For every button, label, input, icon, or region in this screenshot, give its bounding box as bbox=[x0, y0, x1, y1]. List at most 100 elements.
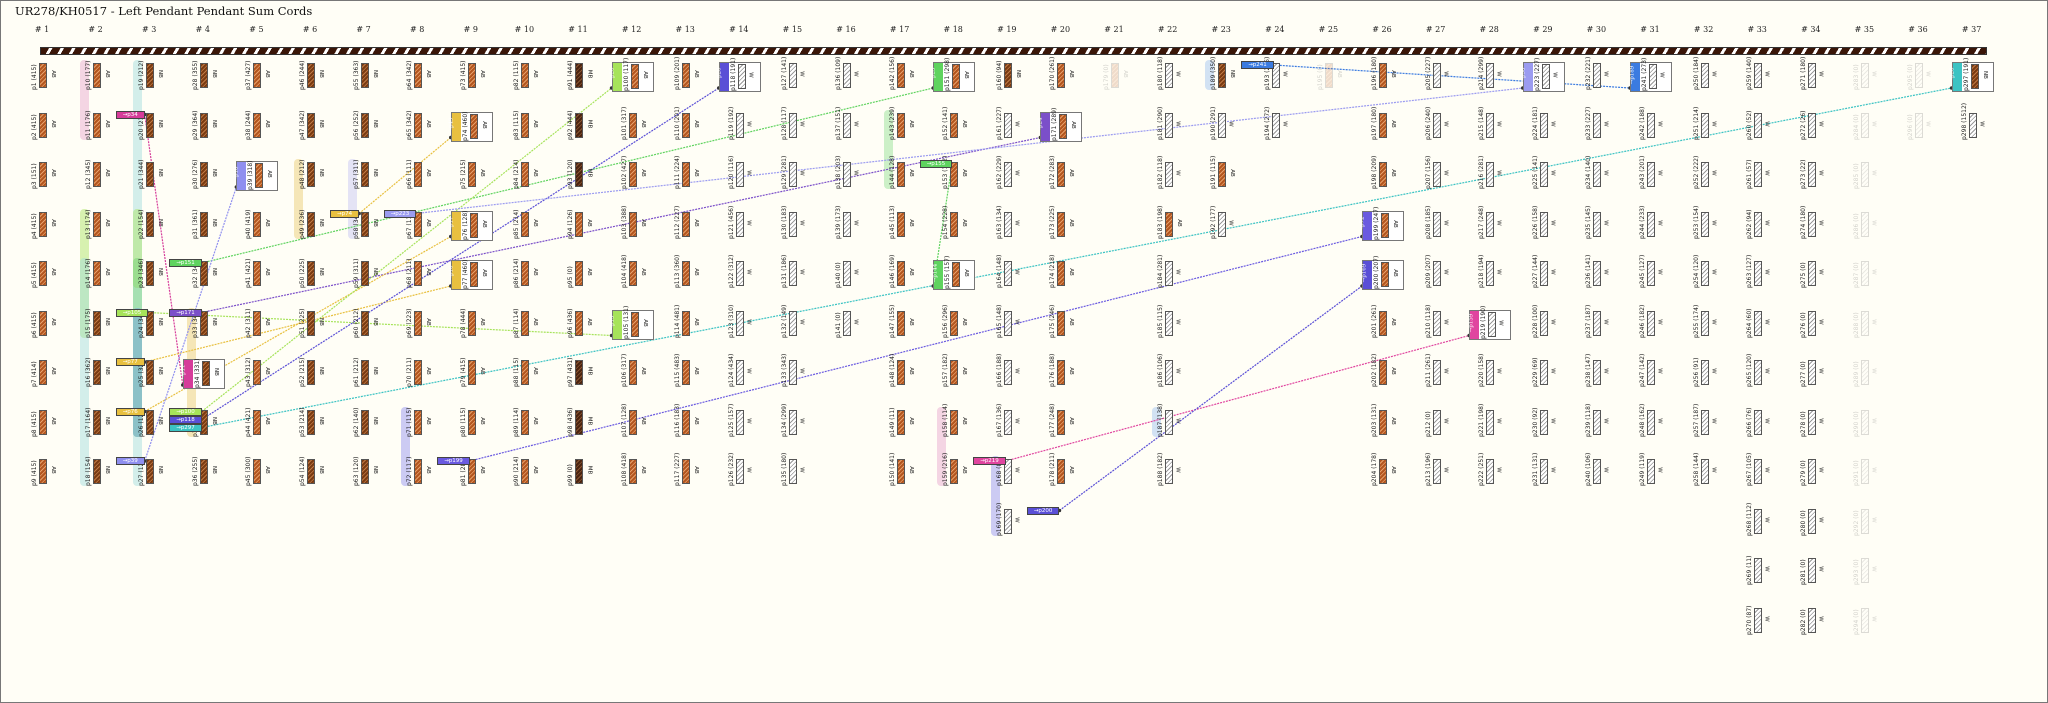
pendant-cord[interactable]: p217 (248)W bbox=[1477, 205, 1507, 238]
pendant-cord[interactable]: p270 (87)W bbox=[1745, 605, 1775, 634]
pendant-cord[interactable]: p213 (196)W bbox=[1424, 453, 1454, 486]
pendant-cord[interactable]: p61 (212)NB bbox=[352, 358, 382, 387]
pendant-cord[interactable]: p43 (312)AB bbox=[244, 358, 274, 387]
pendant-cord[interactable]: p222 (251)W bbox=[1477, 453, 1507, 486]
pendant-cord[interactable]: p269 (11)W bbox=[1745, 556, 1775, 585]
pendant-cord[interactable]: p165 (148)W bbox=[995, 304, 1025, 337]
pendant-cord[interactable]: p195 (0)AB bbox=[1316, 62, 1346, 90]
pendant-cord[interactable]: p205 (227)W bbox=[1424, 57, 1454, 90]
pendant-cord[interactable]: p11 (176)AB bbox=[84, 110, 114, 139]
pendant-cord[interactable]: p164 (148)W bbox=[995, 255, 1025, 288]
pendant-cord[interactable]: p220 (158)W bbox=[1477, 354, 1507, 387]
pendant-cord[interactable]: p140 (0)W bbox=[834, 260, 864, 288]
pendant-cord[interactable]: p289 (0)W bbox=[1852, 359, 1882, 387]
pendant-cord[interactable]: p237 (187)W bbox=[1584, 304, 1614, 337]
pendant-cord[interactable]: p96 (436)AB bbox=[566, 308, 596, 337]
pendant-cord[interactable]: p72 (117)AB bbox=[405, 457, 435, 486]
pendant-cord[interactable]: p166 (188)W bbox=[995, 354, 1025, 387]
pendant-cord[interactable]: p196 (180)AB bbox=[1370, 57, 1400, 90]
pendant-cord[interactable]: p203 (131)AB bbox=[1370, 403, 1400, 436]
pendant-cord[interactable]: p192 (177)W bbox=[1209, 205, 1239, 238]
pendant-cord[interactable]: p236 (141)W bbox=[1584, 255, 1614, 288]
pendant-cord[interactable]: p288 (0)W bbox=[1852, 310, 1882, 338]
pendant-cord[interactable]: p177 (248)AB bbox=[1048, 403, 1078, 436]
pendant-cord[interactable]: p48 (212)NB bbox=[298, 160, 328, 189]
pendant-cord[interactable]: p27 (124)NB bbox=[137, 457, 167, 486]
pendant-cord[interactable]: p257 (187)W bbox=[1692, 403, 1722, 436]
pendant-cord[interactable]: p232 (221)W bbox=[1584, 57, 1614, 90]
pendant-cord[interactable]: p86 (214)AB bbox=[512, 259, 542, 288]
pendant-cord[interactable]: p131 (186)W bbox=[780, 255, 810, 288]
pendant-cord[interactable]: p67 (111)AB bbox=[405, 209, 435, 238]
pendant-cord[interactable]: p198 (209)AB bbox=[1370, 156, 1400, 189]
pendant-cord[interactable]: p211 (261)W bbox=[1424, 354, 1454, 387]
pendant-cord[interactable]: p178 (211)AB bbox=[1048, 453, 1078, 486]
pendant-cord[interactable]: p51 (225)NB bbox=[298, 308, 328, 337]
pendant-cord[interactable]: p209 (207)W bbox=[1424, 255, 1454, 288]
pendant-cord[interactable]: p117 (227)AB bbox=[673, 453, 703, 486]
pendant-cord[interactable]: p281 (0)W bbox=[1799, 557, 1829, 585]
pendant-cord[interactable]: p187 (138)W bbox=[1156, 403, 1186, 436]
sum-source-marker[interactable]: →p199 bbox=[437, 457, 470, 465]
pendant-cord[interactable]: p152 (141)AB bbox=[941, 106, 971, 139]
pendant-cord[interactable]: p5 (415)AB bbox=[30, 260, 60, 288]
sum-source-marker[interactable]: →p100 bbox=[169, 407, 202, 416]
pendant-cord[interactable]: p120 (116)W bbox=[727, 156, 757, 189]
pendant-cord[interactable]: p245 (127)W bbox=[1638, 255, 1668, 288]
pendant-cord[interactable]: p89 (114)AB bbox=[512, 407, 542, 436]
pendant-cord[interactable]: p186 (106)W bbox=[1156, 354, 1186, 387]
pendant-cord[interactable]: p291 (0)W bbox=[1852, 458, 1882, 486]
pendant-cord[interactable]: p239 (118)W bbox=[1584, 403, 1614, 436]
pendant-cord[interactable]: p80 (115)AB bbox=[459, 407, 489, 436]
sum-source-marker[interactable]: →p39 bbox=[115, 457, 145, 465]
pendant-cord[interactable]: p251 (214)W bbox=[1692, 106, 1722, 139]
pendant-cord[interactable]: p82 (115)AB bbox=[512, 61, 542, 90]
pendant-cord[interactable]: p148 (124)AB bbox=[888, 354, 918, 387]
pendant-cord[interactable]: p146 (169)AB bbox=[888, 255, 918, 288]
pendant-cord[interactable]: p121 (456)W bbox=[727, 205, 757, 238]
pendant-cord[interactable]: p287 (0)W bbox=[1852, 260, 1882, 288]
pendant-cord[interactable]: p28 (355)NB bbox=[191, 61, 221, 90]
pendant-cord[interactable]: p212 (0)W bbox=[1424, 409, 1454, 437]
pendant-cord[interactable]: p111 (224)AB bbox=[673, 156, 703, 189]
pendant-cord[interactable]: p42 (311)AB bbox=[244, 308, 274, 337]
pendant-cord[interactable]: p139 (173)W bbox=[834, 205, 864, 238]
pendant-cord[interactable]: p235 (145)W bbox=[1584, 205, 1614, 238]
pendant-cord[interactable]: p24 (345)NB bbox=[137, 308, 167, 337]
pendant-cord[interactable]: p73 (415)AB bbox=[459, 61, 489, 90]
pendant-cord[interactable]: p55 (363)NB bbox=[352, 61, 382, 90]
pendant-cord[interactable]: p163 (134)W bbox=[995, 205, 1025, 238]
pendant-cord[interactable]: p254 (120)W bbox=[1692, 255, 1722, 288]
pendant-cord[interactable]: p175 (246)AB bbox=[1048, 304, 1078, 337]
pendant-cord[interactable]: p201 (261)AB bbox=[1370, 304, 1400, 337]
pendant-cord[interactable]: p225 (141)W bbox=[1531, 156, 1561, 189]
pendant-cord[interactable]: p268 (112)W bbox=[1745, 502, 1775, 535]
pendant-cord[interactable]: p92 (444)MB bbox=[566, 110, 596, 139]
pendant-cord[interactable]: p102 (427)AB bbox=[620, 156, 650, 189]
pendant-cord[interactable]: p242 (188)W bbox=[1638, 106, 1668, 139]
pendant-cord[interactable]: p37 (427)AB bbox=[244, 61, 274, 90]
pendant-cord[interactable]: p110 (201)AB bbox=[673, 106, 703, 139]
pendant-cord[interactable]: p229 (69)W bbox=[1531, 358, 1561, 387]
pendant-cord[interactable]: p271 (180)W bbox=[1799, 57, 1829, 90]
pendant-cord[interactable]: p57 (311)NB bbox=[352, 160, 382, 189]
pendant-cord[interactable]: p238 (147)W bbox=[1584, 354, 1614, 387]
pendant-cord[interactable]: p53 (214)NB bbox=[298, 407, 328, 436]
pendant-cord[interactable]: p62 (140)NB bbox=[352, 407, 382, 436]
pendant-cord[interactable]: p93 (120)MB bbox=[566, 160, 596, 189]
pendant-cord[interactable]: p6 (415)AB bbox=[30, 310, 60, 338]
pendant-cord[interactable]: p149 (11)AB bbox=[888, 407, 918, 436]
pendant-cord[interactable]: p184 (281)W bbox=[1156, 255, 1186, 288]
pendant-cord[interactable]: p293 (0)W bbox=[1852, 557, 1882, 585]
sum-source-marker[interactable]: →p219 bbox=[973, 457, 1006, 465]
pendant-cord[interactable]: p15 (175)NB bbox=[84, 308, 114, 337]
pendant-cord[interactable]: p180 (118)W bbox=[1156, 57, 1186, 90]
